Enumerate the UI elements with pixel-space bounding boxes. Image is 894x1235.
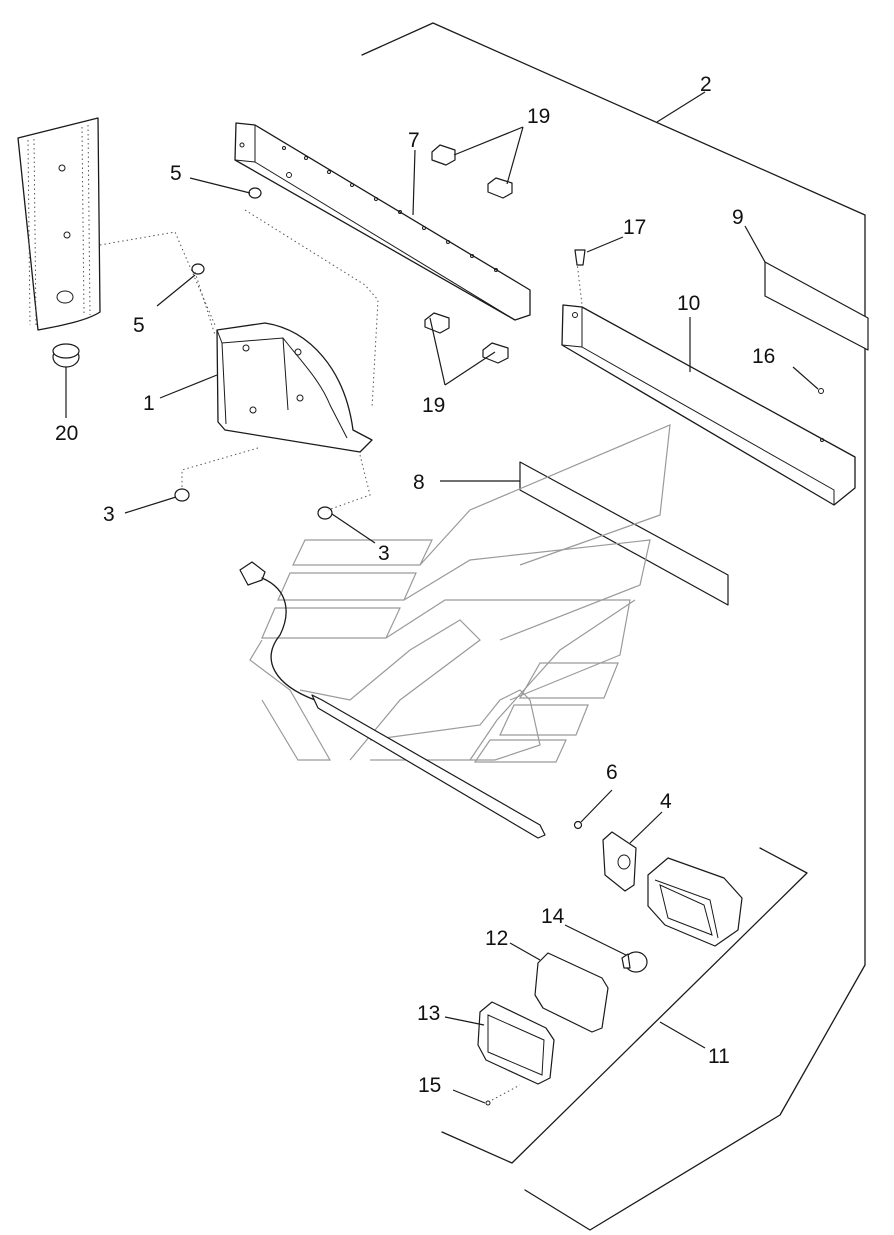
callout-7: 7 — [408, 129, 420, 152]
wire-harness — [239, 561, 546, 839]
callout-20: 20 — [55, 422, 78, 445]
callout-6: 6 — [606, 761, 618, 784]
callout-5-top: 5 — [170, 162, 182, 185]
callout-19-top: 19 — [527, 105, 550, 128]
callout-9: 9 — [732, 206, 744, 229]
post-cap — [52, 343, 80, 368]
callout-1: 1 — [143, 392, 155, 415]
mounting-post — [17, 117, 101, 331]
callout-3-left: 3 — [103, 503, 115, 526]
callout-13: 13 — [417, 1002, 440, 1025]
lamp-assembly-outline — [441, 847, 808, 1164]
callout-3-right: 3 — [378, 542, 390, 565]
callout-labels: 2 19 7 5 17 9 10 5 16 1 19 20 8 3 3 6 4 … — [55, 73, 775, 1097]
lamp-housing — [647, 857, 743, 947]
callout-17: 17 — [623, 216, 646, 239]
clips — [424, 144, 513, 364]
callout-2: 2 — [700, 73, 712, 96]
bulb — [621, 951, 648, 973]
fasteners — [174, 187, 824, 1106]
callout-12: 12 — [485, 927, 508, 950]
decal-graphics — [249, 424, 671, 763]
callout-10: 10 — [677, 292, 700, 315]
callout-15: 15 — [418, 1074, 441, 1097]
callout-5-left: 5 — [133, 314, 145, 337]
assembly-paths — [99, 209, 583, 1101]
callout-11: 11 — [708, 1045, 730, 1068]
gasket — [534, 952, 609, 1033]
callout-8: 8 — [413, 471, 425, 494]
panel-outline — [361, 22, 866, 1231]
cross-tube-lower — [561, 304, 856, 506]
reflector-strip-8 — [519, 461, 729, 606]
callout-4: 4 — [660, 790, 672, 813]
cross-tube-upper — [234, 122, 531, 321]
callout-16: 16 — [752, 345, 775, 368]
bracket — [216, 322, 373, 453]
callout-19-bottom: 19 — [422, 394, 445, 417]
reflector-strip-9 — [764, 261, 869, 351]
lamp-mount-plate — [602, 831, 637, 892]
leader-lines — [65, 91, 819, 1104]
lens — [477, 1001, 555, 1085]
callout-14: 14 — [541, 905, 565, 928]
